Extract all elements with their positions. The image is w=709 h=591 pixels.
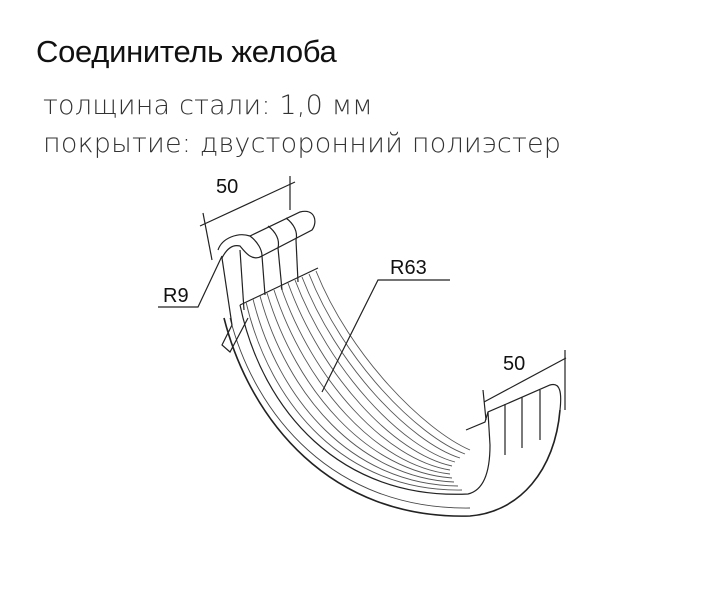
- clip-radius-label: R9: [163, 285, 189, 307]
- dimension-lines: [158, 176, 567, 421]
- spec-coating: покрытие: двусторонний полиэстер: [43, 128, 562, 159]
- right-clip: [465, 383, 562, 455]
- left-width-label: 50: [216, 176, 238, 198]
- left-clip: [217, 210, 316, 353]
- trough-radius-label: R63: [390, 257, 427, 279]
- right-width-label: 50: [503, 353, 525, 375]
- trough-body: [223, 267, 561, 517]
- spec-thickness: толщина стали: 1,0 мм: [43, 90, 373, 121]
- product-title: Соединитель желоба: [36, 34, 337, 69]
